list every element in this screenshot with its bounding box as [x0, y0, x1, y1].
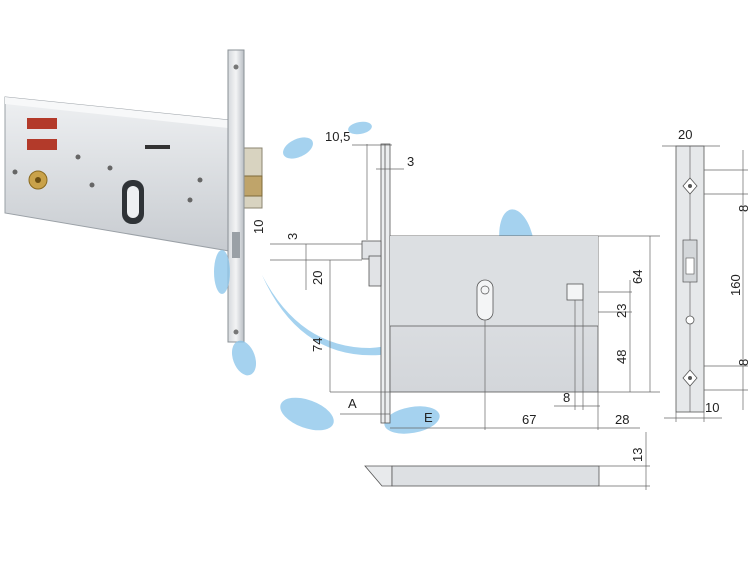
- lock-photo: [4, 49, 263, 343]
- dim-8-side-bottom: 8: [736, 359, 750, 366]
- dim-10-5: 10,5: [325, 129, 350, 144]
- dim-20-side: 20: [678, 127, 692, 142]
- indicator-window-top: [27, 118, 57, 129]
- dim-48-vertical: 48: [614, 350, 629, 364]
- dim-10-side: 10: [705, 400, 719, 415]
- label-a: A: [348, 396, 357, 411]
- dim-3-top: 3: [407, 154, 414, 169]
- label-e: E: [424, 410, 433, 425]
- dim-8-side-top: 8: [736, 205, 750, 212]
- lock-faceplate: [227, 49, 245, 343]
- dim-10-vertical: 10: [251, 220, 266, 234]
- dim-160-vertical: 160: [728, 274, 743, 296]
- dim-13-vertical: 13: [630, 448, 645, 462]
- bolt-plan-view: [364, 432, 650, 490]
- dim-8-bottom: 8: [563, 390, 570, 405]
- dim-64-vertical: 64: [630, 270, 645, 284]
- dim-3-vertical: 3: [285, 233, 300, 240]
- dim-67: 67: [522, 412, 536, 427]
- faceplate-side-view: [662, 145, 748, 422]
- dimension-labels: 10,5 3 10 3 20 74 64 23 48 8 67 28 A E 1…: [251, 127, 750, 462]
- indicator-window-bottom: [27, 139, 57, 150]
- dim-23-vertical: 23: [614, 304, 629, 318]
- dim-28: 28: [615, 412, 629, 427]
- front-view-drawing: [270, 143, 660, 430]
- dim-20-vertical: 20: [310, 271, 325, 285]
- dim-74-vertical: 74: [310, 338, 325, 352]
